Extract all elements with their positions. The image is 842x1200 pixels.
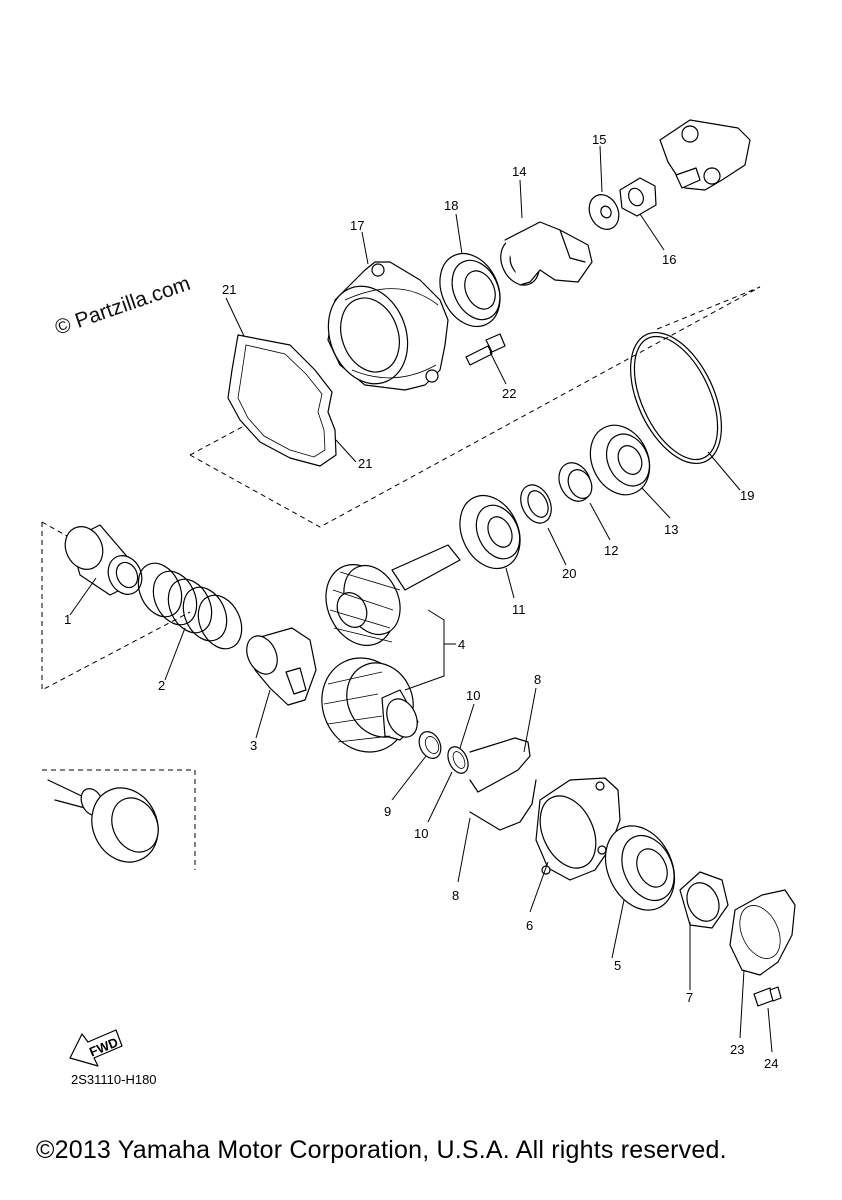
part-11-bearing [459, 494, 521, 570]
callout-23: 23 [730, 1042, 744, 1057]
callout-9: 9 [384, 804, 391, 819]
callout-8-top: 8 [534, 672, 541, 687]
part-20-shim [520, 484, 552, 524]
part-5-bearing [604, 825, 676, 911]
leader-lines [69, 145, 773, 1053]
part-9-circlip [418, 731, 442, 759]
part-12-collar [558, 462, 593, 502]
callout-16: 16 [662, 252, 676, 267]
drive-shaft-end [47, 779, 159, 863]
callout-12: 12 [604, 543, 618, 558]
universal-joint [659, 119, 751, 191]
callout-10-bottom: 10 [414, 826, 428, 841]
part-22-bolt [465, 333, 506, 366]
callout-2: 2 [158, 678, 165, 693]
callout-7: 7 [686, 990, 693, 1005]
diagram-code: 2S31110-H180 [71, 1072, 157, 1087]
part-13-bearing [589, 424, 651, 496]
part-1-bushing [64, 524, 143, 596]
part-7-lock-nut [679, 871, 729, 929]
part-24-bolt [753, 986, 782, 1007]
part-17-housing [327, 261, 449, 391]
callout-13: 13 [664, 522, 678, 537]
callout-3: 3 [250, 738, 257, 753]
part-8-retaining-clip [469, 737, 537, 831]
callout-18: 18 [444, 198, 458, 213]
fwd-arrow: FWD [69, 1029, 123, 1067]
callout-19: 19 [740, 488, 754, 503]
part-10-retaining-ring [447, 746, 469, 774]
part-21-gasket [227, 334, 337, 467]
part-16-nut [619, 177, 657, 217]
callout-21-top: 21 [222, 282, 236, 297]
callout-10-top: 10 [466, 688, 480, 703]
part-14-yoke [500, 221, 593, 286]
callout-8-bottom: 8 [452, 888, 459, 903]
callout-numbers: 1 2 3 4 5 6 7 8 8 9 10 10 11 12 13 14 15… [64, 132, 778, 1071]
callout-4: 4 [458, 637, 465, 652]
part-18-oil-seal [439, 252, 501, 328]
part-19-o-ring [629, 331, 723, 465]
callout-1: 1 [64, 612, 71, 627]
part-6-retainer [535, 777, 621, 881]
callout-21-bottom: 21 [358, 456, 372, 471]
copyright-text: ©2013 Yamaha Motor Corporation, U.S.A. A… [36, 1136, 727, 1164]
upper-assembly-plane [189, 286, 761, 528]
callout-6: 6 [526, 918, 533, 933]
part-15-washer [588, 194, 620, 230]
part-23-gasket [729, 889, 796, 976]
callout-22: 22 [502, 386, 516, 401]
part-4-gear-set [321, 544, 461, 753]
callout-17: 17 [350, 218, 364, 233]
callout-11: 11 [512, 602, 526, 617]
fwd-label: FWD [87, 1035, 120, 1060]
callout-15: 15 [592, 132, 606, 147]
callout-24: 24 [764, 1056, 778, 1071]
callout-5: 5 [614, 958, 621, 973]
part-2-spring [137, 562, 243, 650]
callout-14: 14 [512, 164, 526, 179]
part-3-dog-clutch [246, 627, 317, 706]
callout-20: 20 [562, 566, 576, 581]
